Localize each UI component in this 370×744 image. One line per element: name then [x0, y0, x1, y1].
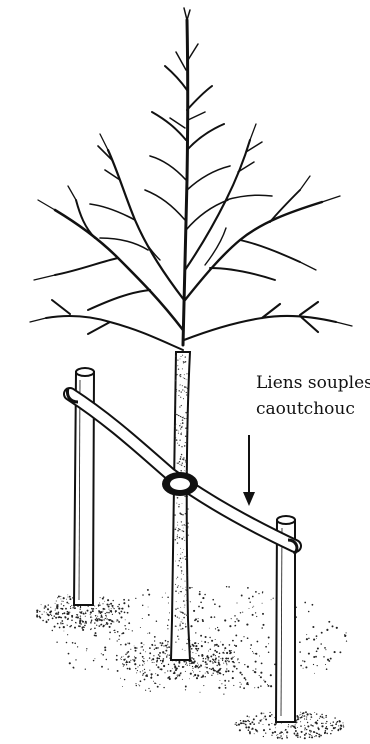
down-arrow-icon [243, 435, 255, 506]
callout-line-1: Liens souples e [256, 370, 370, 396]
ground-soil-texture [36, 586, 347, 739]
callout-label: Liens souples e caoutchouc [256, 370, 370, 422]
tree-trunk [171, 352, 190, 660]
tree-crown [30, 8, 352, 350]
callout-line-2: caoutchouc [256, 396, 370, 422]
